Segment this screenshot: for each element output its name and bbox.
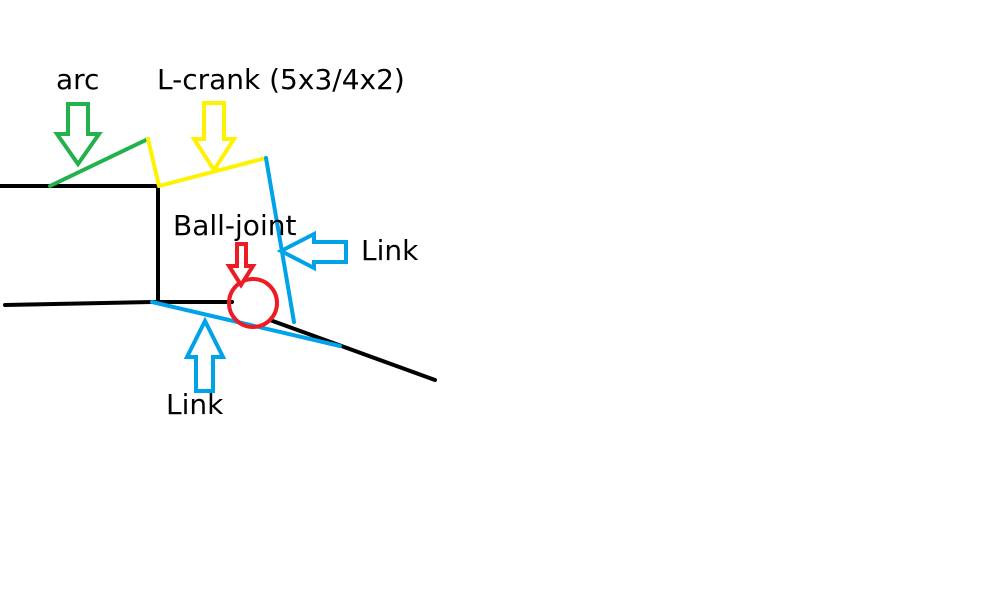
ball-joint-label: Ball-joint: [173, 209, 297, 242]
link-bottom-arrow-icon: [183, 316, 227, 393]
link-right-arrow-icon: [276, 230, 348, 272]
link-right-label: Link: [361, 234, 419, 267]
arc-arrow-icon: [53, 102, 103, 168]
l-crank-member: [146, 137, 268, 188]
ball-joint-circle: [227, 277, 279, 329]
ball-joint-arrow-icon: [225, 242, 257, 289]
frame-bottom-beam: [3, 300, 154, 307]
link-vertical: [264, 156, 296, 324]
arc-label: arc: [56, 63, 100, 96]
arc-member: [48, 137, 150, 188]
frame-structure: [0, 184, 437, 382]
output-arm: [268, 318, 437, 382]
l-crank-arrow-icon: [190, 101, 238, 174]
l-crank-label: L-crank (5x3/4x2): [157, 63, 405, 96]
link-bottom-label: Link: [166, 388, 224, 421]
